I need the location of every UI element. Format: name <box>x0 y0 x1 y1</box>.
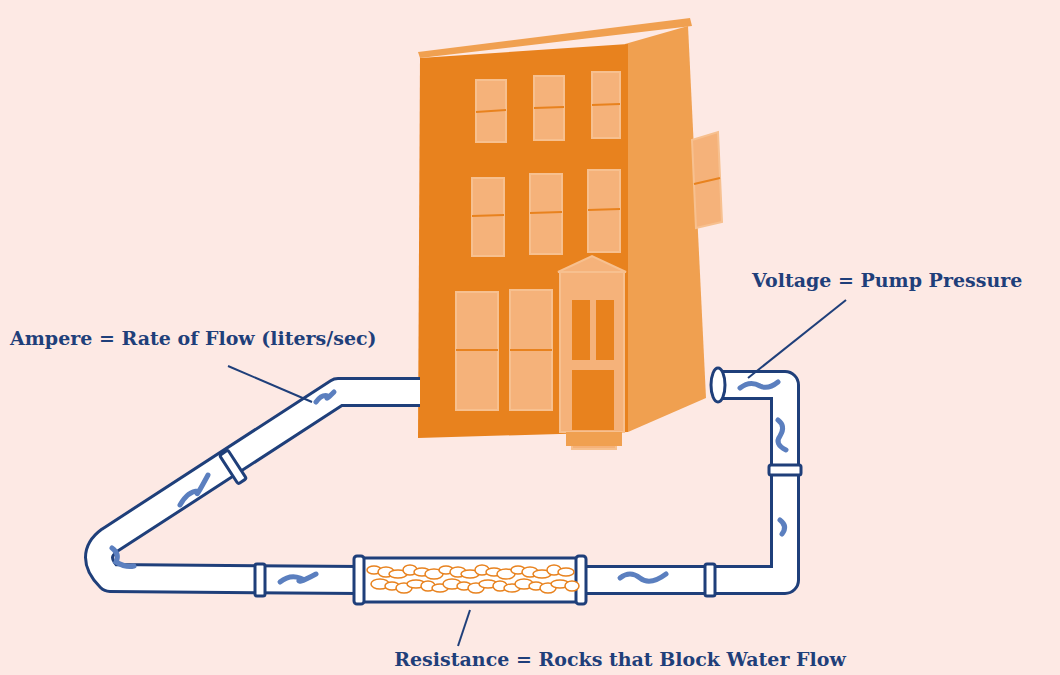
pipe-joint <box>769 465 801 475</box>
building <box>572 300 614 430</box>
building <box>418 44 628 438</box>
building <box>456 349 498 351</box>
building <box>558 256 626 449</box>
building <box>510 290 552 410</box>
leader-line <box>228 366 312 402</box>
building <box>530 212 562 213</box>
building <box>472 178 504 256</box>
pipe <box>99 368 785 580</box>
building <box>572 370 614 430</box>
water-flow <box>316 392 334 402</box>
leader-line <box>458 610 470 646</box>
rock-section <box>354 556 586 604</box>
water-flow <box>780 520 785 534</box>
building <box>510 349 552 351</box>
building <box>476 80 506 142</box>
building <box>530 174 562 254</box>
pipe <box>99 385 785 580</box>
pipe-joint <box>220 450 247 484</box>
building <box>572 300 590 360</box>
building <box>534 76 564 140</box>
building <box>418 18 722 449</box>
water-flow <box>620 574 666 581</box>
rock <box>565 581 579 591</box>
building <box>692 132 722 228</box>
building <box>456 72 722 410</box>
building <box>625 26 706 432</box>
building <box>534 107 564 108</box>
building <box>588 209 620 210</box>
building <box>592 72 620 138</box>
building <box>558 256 626 272</box>
rock-section <box>576 556 586 604</box>
building <box>694 178 720 184</box>
building <box>560 272 624 432</box>
pipe-joint <box>220 450 801 596</box>
building <box>476 110 506 112</box>
resistance-label: Resistance = Rocks that Block Water Flow <box>394 648 846 671</box>
voltage-label: Voltage = Pump Pressure <box>752 269 1022 292</box>
water-flow <box>112 382 786 582</box>
leader-line <box>228 300 846 646</box>
building <box>588 170 620 252</box>
building <box>472 215 504 216</box>
water-flow <box>740 382 778 388</box>
pipe-joint <box>255 564 265 596</box>
water-flow <box>112 548 134 567</box>
building <box>596 300 614 360</box>
ampere-label: Ampere = Rate of Flow (liters/sec) <box>10 327 377 350</box>
rock-section <box>358 558 582 602</box>
pipe <box>711 368 725 402</box>
water-flow <box>778 420 786 450</box>
rock <box>558 568 574 576</box>
building <box>456 292 498 410</box>
water-flow <box>180 475 208 505</box>
building <box>566 432 622 446</box>
pipe <box>99 385 785 580</box>
building <box>592 104 620 105</box>
pipe-joint <box>705 564 715 596</box>
water-flow <box>280 574 316 582</box>
rock-section <box>354 556 364 604</box>
rock-section <box>367 565 579 593</box>
leader-line <box>748 300 846 378</box>
